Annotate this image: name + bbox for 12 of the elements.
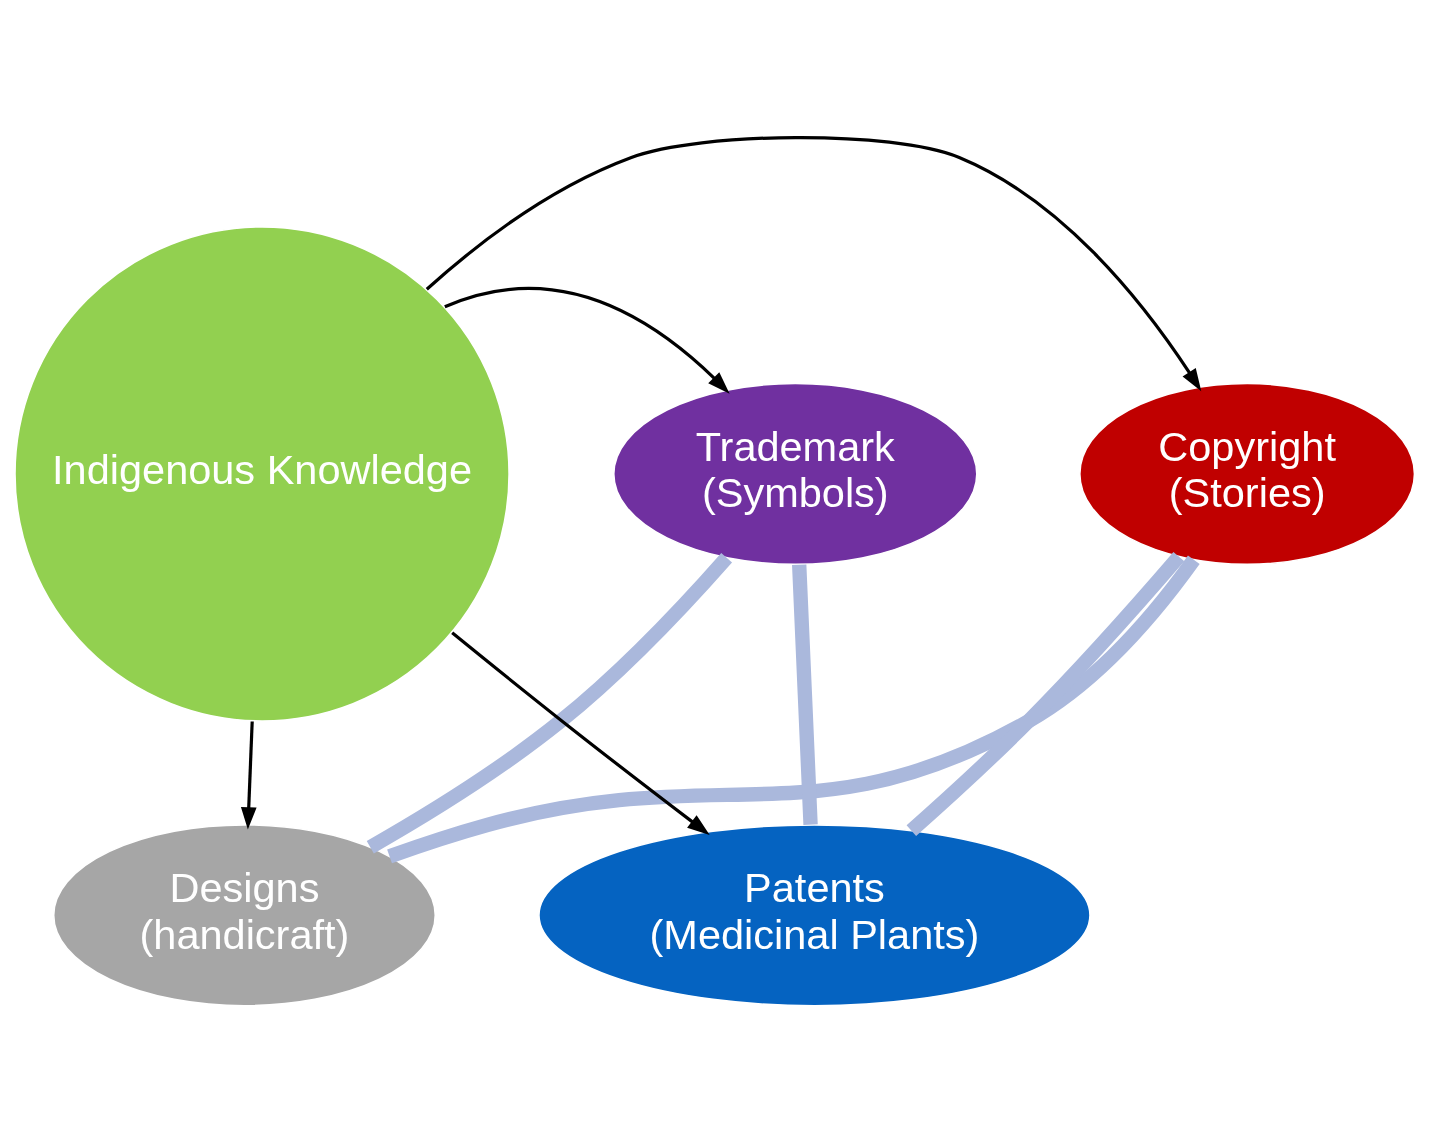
connector xyxy=(906,551,1185,836)
node-ellipse: Patents (Medicinal Plants) xyxy=(538,823,1091,1007)
arrow xyxy=(425,135,1202,391)
connector xyxy=(366,552,732,853)
node-ellipse: Designs (handicraft) xyxy=(52,823,437,1007)
node-ellipse: Copyright (Stories) xyxy=(1079,382,1416,565)
arrow xyxy=(444,286,730,394)
arrow xyxy=(240,720,257,830)
node-ellipse: Trademark (Symbols) xyxy=(613,382,978,565)
connector xyxy=(387,555,1200,863)
arrow xyxy=(451,631,710,835)
node-circle: Indigenous Knowledge xyxy=(14,225,510,722)
